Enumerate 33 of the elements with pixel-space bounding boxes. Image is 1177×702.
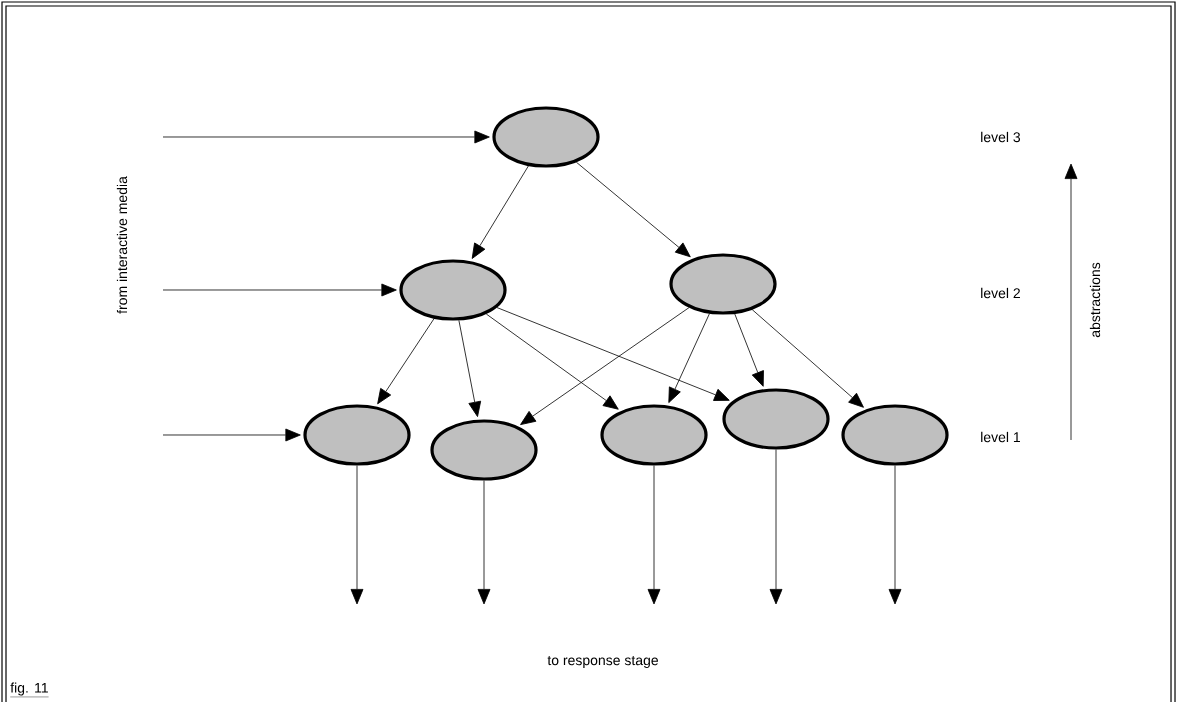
label-text: from interactive media [116, 176, 128, 314]
arrow [668, 313, 710, 403]
arrow [520, 307, 690, 425]
ellipse-node [399, 259, 507, 321]
output-arrow [647, 465, 661, 605]
output-arrow [888, 465, 902, 605]
ellipse-node [669, 253, 777, 315]
arrow [751, 309, 864, 408]
output-arrow [477, 480, 491, 605]
ellipse-node [722, 388, 830, 450]
arrow [458, 320, 482, 417]
ellipse-node [492, 106, 600, 168]
output-arrow [769, 449, 783, 605]
arrow [485, 313, 619, 410]
arrow [496, 307, 730, 401]
label-text: level 1 [981, 431, 1020, 443]
ellipse-node [600, 404, 708, 466]
ellipse-node [303, 404, 411, 466]
output-arrow [350, 465, 364, 605]
ellipse-node [430, 419, 538, 481]
input-arrow [162, 130, 490, 144]
arrow [471, 165, 529, 259]
ellipse-node [841, 404, 949, 466]
input-arrow [162, 428, 301, 442]
arrow [377, 318, 435, 405]
label-text: level 3 [981, 131, 1021, 143]
label-text: level 2 [981, 287, 1020, 299]
label-text: abstractions [1089, 262, 1101, 338]
label-text: fig. 11 [10, 682, 49, 698]
arrow [734, 313, 764, 387]
label-text: to response stage [547, 656, 658, 668]
input-arrow [162, 283, 397, 297]
arrow [575, 161, 691, 258]
